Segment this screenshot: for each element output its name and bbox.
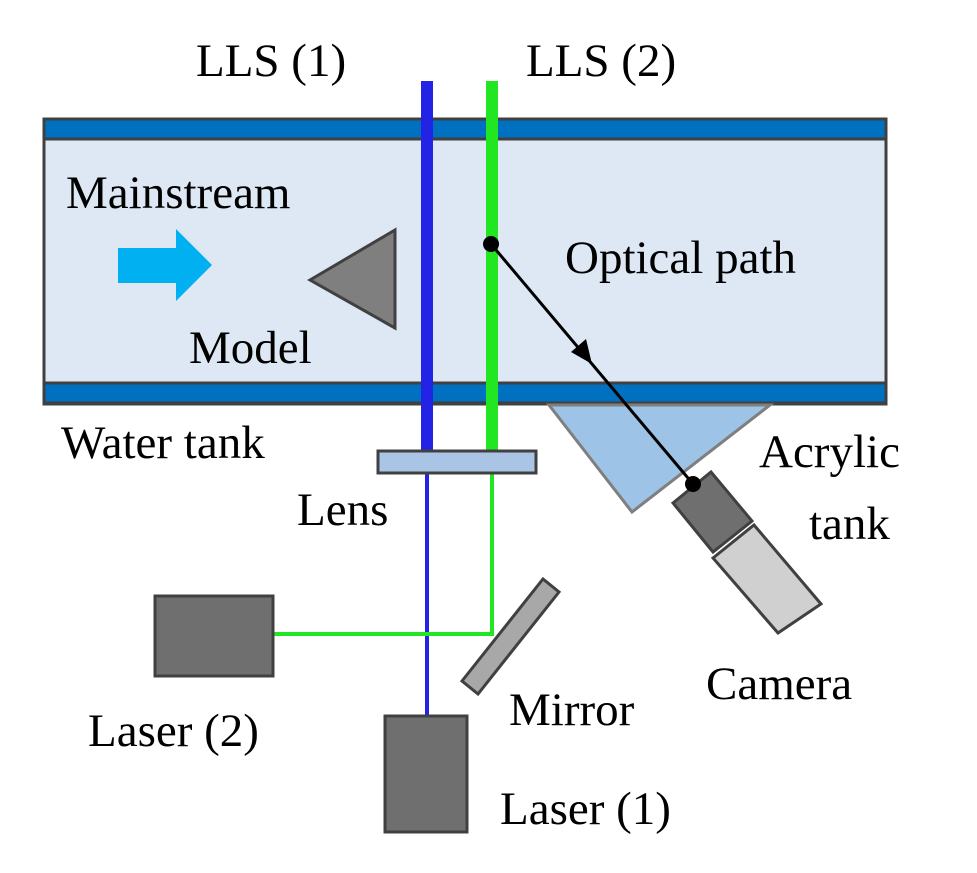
label-lls1: LLS (1) xyxy=(196,35,346,87)
label-mirror: Mirror xyxy=(509,684,635,736)
water-tank-top-wall xyxy=(42,117,888,141)
camera xyxy=(670,469,824,635)
label-lens: Lens xyxy=(297,484,388,536)
lens xyxy=(376,449,538,475)
label-laser1: Laser (1) xyxy=(500,783,671,835)
mainstream-arrow-icon xyxy=(118,229,212,301)
model-triangle xyxy=(306,227,397,331)
optical-path-arrowhead-icon xyxy=(571,339,592,364)
mirror xyxy=(459,576,562,697)
label-model: Model xyxy=(189,322,312,374)
optical-path-start-dot xyxy=(483,236,499,252)
label-laser2: Laser (2) xyxy=(88,705,259,757)
label-water-tank: Water tank xyxy=(61,417,265,469)
label-optical-path: Optical path xyxy=(565,232,796,284)
laser2-beam xyxy=(273,472,494,636)
camera-body xyxy=(710,522,824,635)
acrylic-tank xyxy=(545,403,775,515)
label-mainstream: Mainstream xyxy=(66,167,291,219)
laser2-device xyxy=(153,594,275,678)
label-camera: Camera xyxy=(706,658,852,710)
label-acrylic: Acrylic xyxy=(759,426,900,478)
water-tank-bottom-wall xyxy=(42,381,888,405)
laser1-device xyxy=(383,714,469,834)
optical-path-end-dot xyxy=(685,476,701,492)
label-lls2: LLS (2) xyxy=(526,35,676,87)
label-tank: tank xyxy=(809,498,890,550)
